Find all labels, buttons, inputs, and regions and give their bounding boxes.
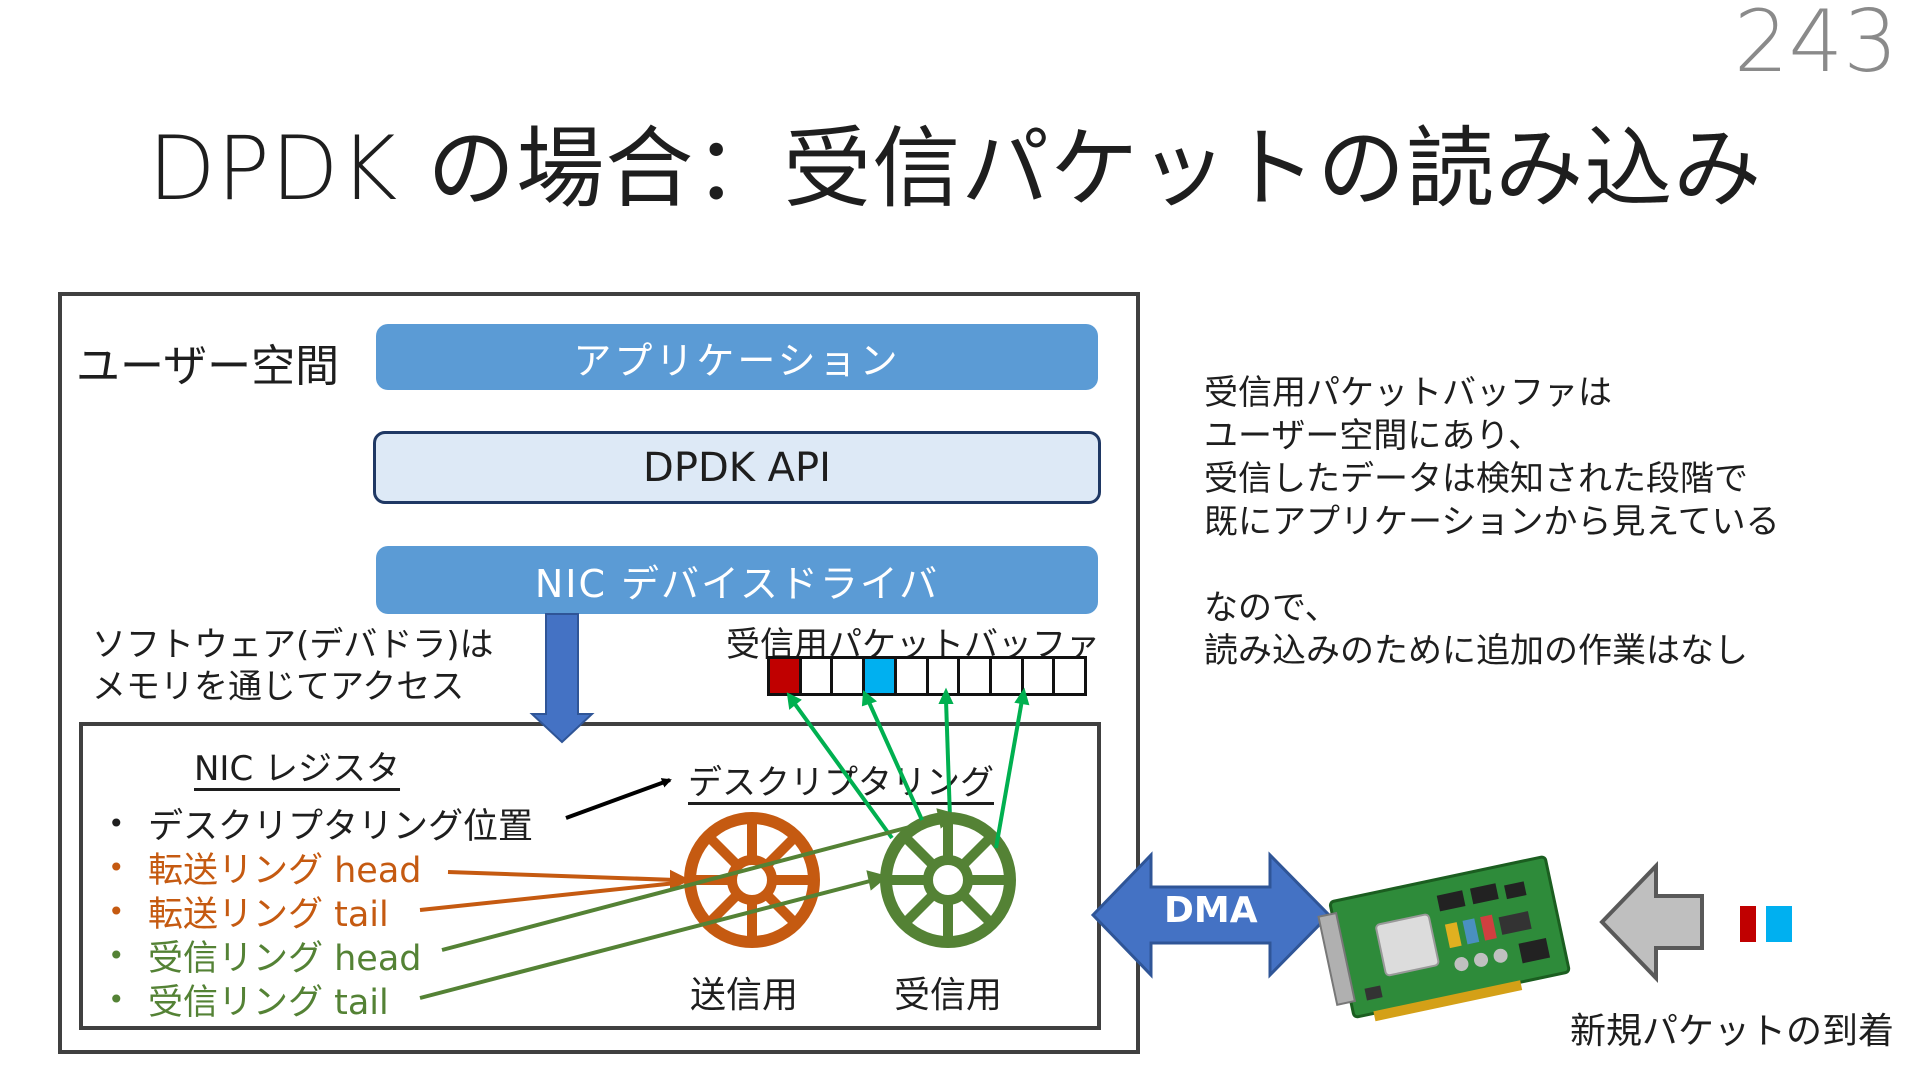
register-item-tx-head: • 転送リング head <box>108 842 422 893</box>
recv-ring-icon <box>880 812 1016 948</box>
explanation-line: 受信したデータは検知された段階で <box>1204 459 1748 499</box>
user-space-label: ユーザー空間 <box>76 341 340 392</box>
rx-register-arrows <box>419 808 959 1000</box>
ring-position-arrow <box>565 778 672 820</box>
buffer-cell <box>928 659 961 693</box>
send-ring-icon <box>684 812 820 948</box>
buffer-cell <box>960 659 992 693</box>
nic-driver-bar: NIC デバイスドライバ <box>376 546 1098 614</box>
page-title: DPDK の場合：受信パケットの読み込み <box>148 117 1763 220</box>
register-item-ring-position: • デスクリプタリング位置 <box>108 798 533 849</box>
buffer-cell <box>865 659 897 693</box>
nic-box <box>79 722 1101 1030</box>
register-item-label: 転送リング tail <box>148 895 389 935</box>
explanation-line <box>1204 544 1780 587</box>
explanation-line: 既にアプリケーションから見えている <box>1204 502 1780 542</box>
buffer-cell <box>991 659 1024 693</box>
arrival-arrow <box>1599 861 1704 983</box>
arrival-label: 新規パケットの到着 <box>1570 1011 1895 1052</box>
software-note-line: ソフトウェア(デバドラ)は <box>92 625 494 665</box>
bullet-icon: • <box>108 983 125 1016</box>
nic-register-heading: NIC レジスタ <box>194 749 401 789</box>
new-packet-blue <box>1766 906 1792 942</box>
buffer-cell <box>1055 659 1085 693</box>
register-item-label: 受信リング tail <box>148 983 389 1023</box>
dpdk-api-bar: DPDK API <box>373 431 1101 504</box>
software-note: ソフトウェア(デバドラ)は メモリを通じてアクセス <box>92 624 494 708</box>
bullet-icon: • <box>108 807 125 840</box>
application-bar: アプリケーション <box>376 324 1098 390</box>
recv-ring-label: 受信用 <box>894 975 1003 1016</box>
buffer-cell <box>1023 659 1056 693</box>
user-space-box <box>58 292 1140 1054</box>
buffer-cell <box>833 659 866 693</box>
register-item-label: 転送リング head <box>148 851 422 891</box>
explanation-line: 受信用パケットバッファは <box>1204 373 1612 413</box>
buffer-cell <box>801 659 834 693</box>
bullet-icon: • <box>108 939 125 972</box>
buffer-pointer-arrows <box>786 687 1030 849</box>
send-ring-label: 送信用 <box>690 975 799 1016</box>
receive-buffer-strip <box>767 656 1087 696</box>
register-item-label: 受信リング head <box>148 939 422 979</box>
nic-card-image <box>1317 855 1571 1022</box>
driver-down-arrow <box>529 613 595 744</box>
register-item-tx-tail: • 転送リング tail <box>108 886 389 937</box>
page-number: 243 <box>1733 0 1898 92</box>
bullet-icon: • <box>108 895 125 928</box>
explanation-line: 読み込みのために追加の作業はなし <box>1204 631 1748 671</box>
register-item-rx-tail: • 受信リング tail <box>108 974 389 1025</box>
tx-register-arrows <box>419 869 691 912</box>
explanation-text: 受信用パケットバッファは ユーザー空間にあり、 受信したデータは検知された段階で… <box>1204 372 1780 673</box>
explanation-line: なので、 <box>1204 588 1339 628</box>
software-note-line: メモリを通じてアクセス <box>92 667 465 707</box>
dma-label: DMA <box>1164 890 1258 931</box>
register-item-rx-head: • 受信リング head <box>108 930 422 981</box>
buffer-cell <box>896 659 929 693</box>
new-packet-red <box>1740 906 1756 942</box>
explanation-line: ユーザー空間にあり、 <box>1204 416 1542 456</box>
register-item-label: デスクリプタリング位置 <box>148 807 534 847</box>
buffer-cell <box>770 659 802 693</box>
bullet-icon: • <box>108 851 125 884</box>
